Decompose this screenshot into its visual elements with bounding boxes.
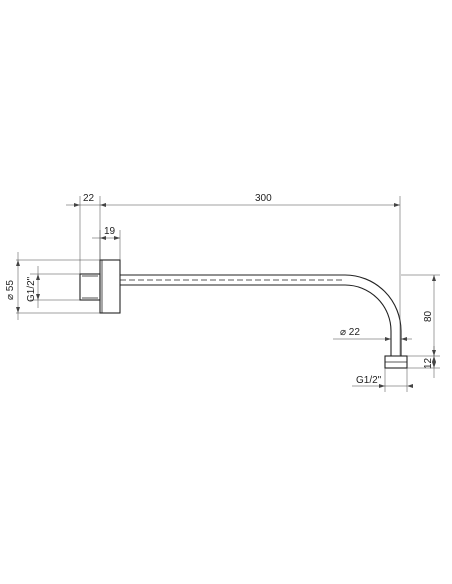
label-arm-diameter: ⌀ 22 (340, 327, 360, 338)
shower-arm-part (79, 259, 408, 369)
label-thread-length: 19 (104, 226, 116, 237)
label-inlet-thread: G1/2" (26, 276, 37, 302)
label-outlet-height: 12 (423, 357, 434, 369)
dimension-wall-plate-thickness: 22 (66, 193, 400, 274)
dimension-outlet-height: 12 (407, 346, 440, 378)
label-wall-plate-thickness: 22 (83, 193, 95, 204)
dimension-plate-diameter: ⌀ 55 (5, 252, 100, 320)
dimension-inlet-thread: G1/2" (26, 266, 80, 308)
dimension-arm-diameter: ⌀ 22 (333, 327, 412, 341)
dimension-thread-length: 19 (92, 226, 121, 260)
wall-plate (99, 259, 121, 314)
label-outlet-thread: G1/2" (356, 375, 382, 386)
label-arm-length: 300 (255, 193, 272, 204)
dimension-arm-length: 300 (255, 193, 401, 356)
arm-tube-top (120, 274, 402, 356)
dimension-outlet-thread: G1/2" (352, 368, 413, 392)
label-drop-height: 80 (423, 310, 434, 322)
arm-tube-bottom (120, 284, 392, 356)
inlet-nipple (79, 273, 101, 301)
label-plate-diameter: ⌀ 55 (5, 280, 16, 300)
dimension-drop-height: 80 (401, 274, 440, 357)
